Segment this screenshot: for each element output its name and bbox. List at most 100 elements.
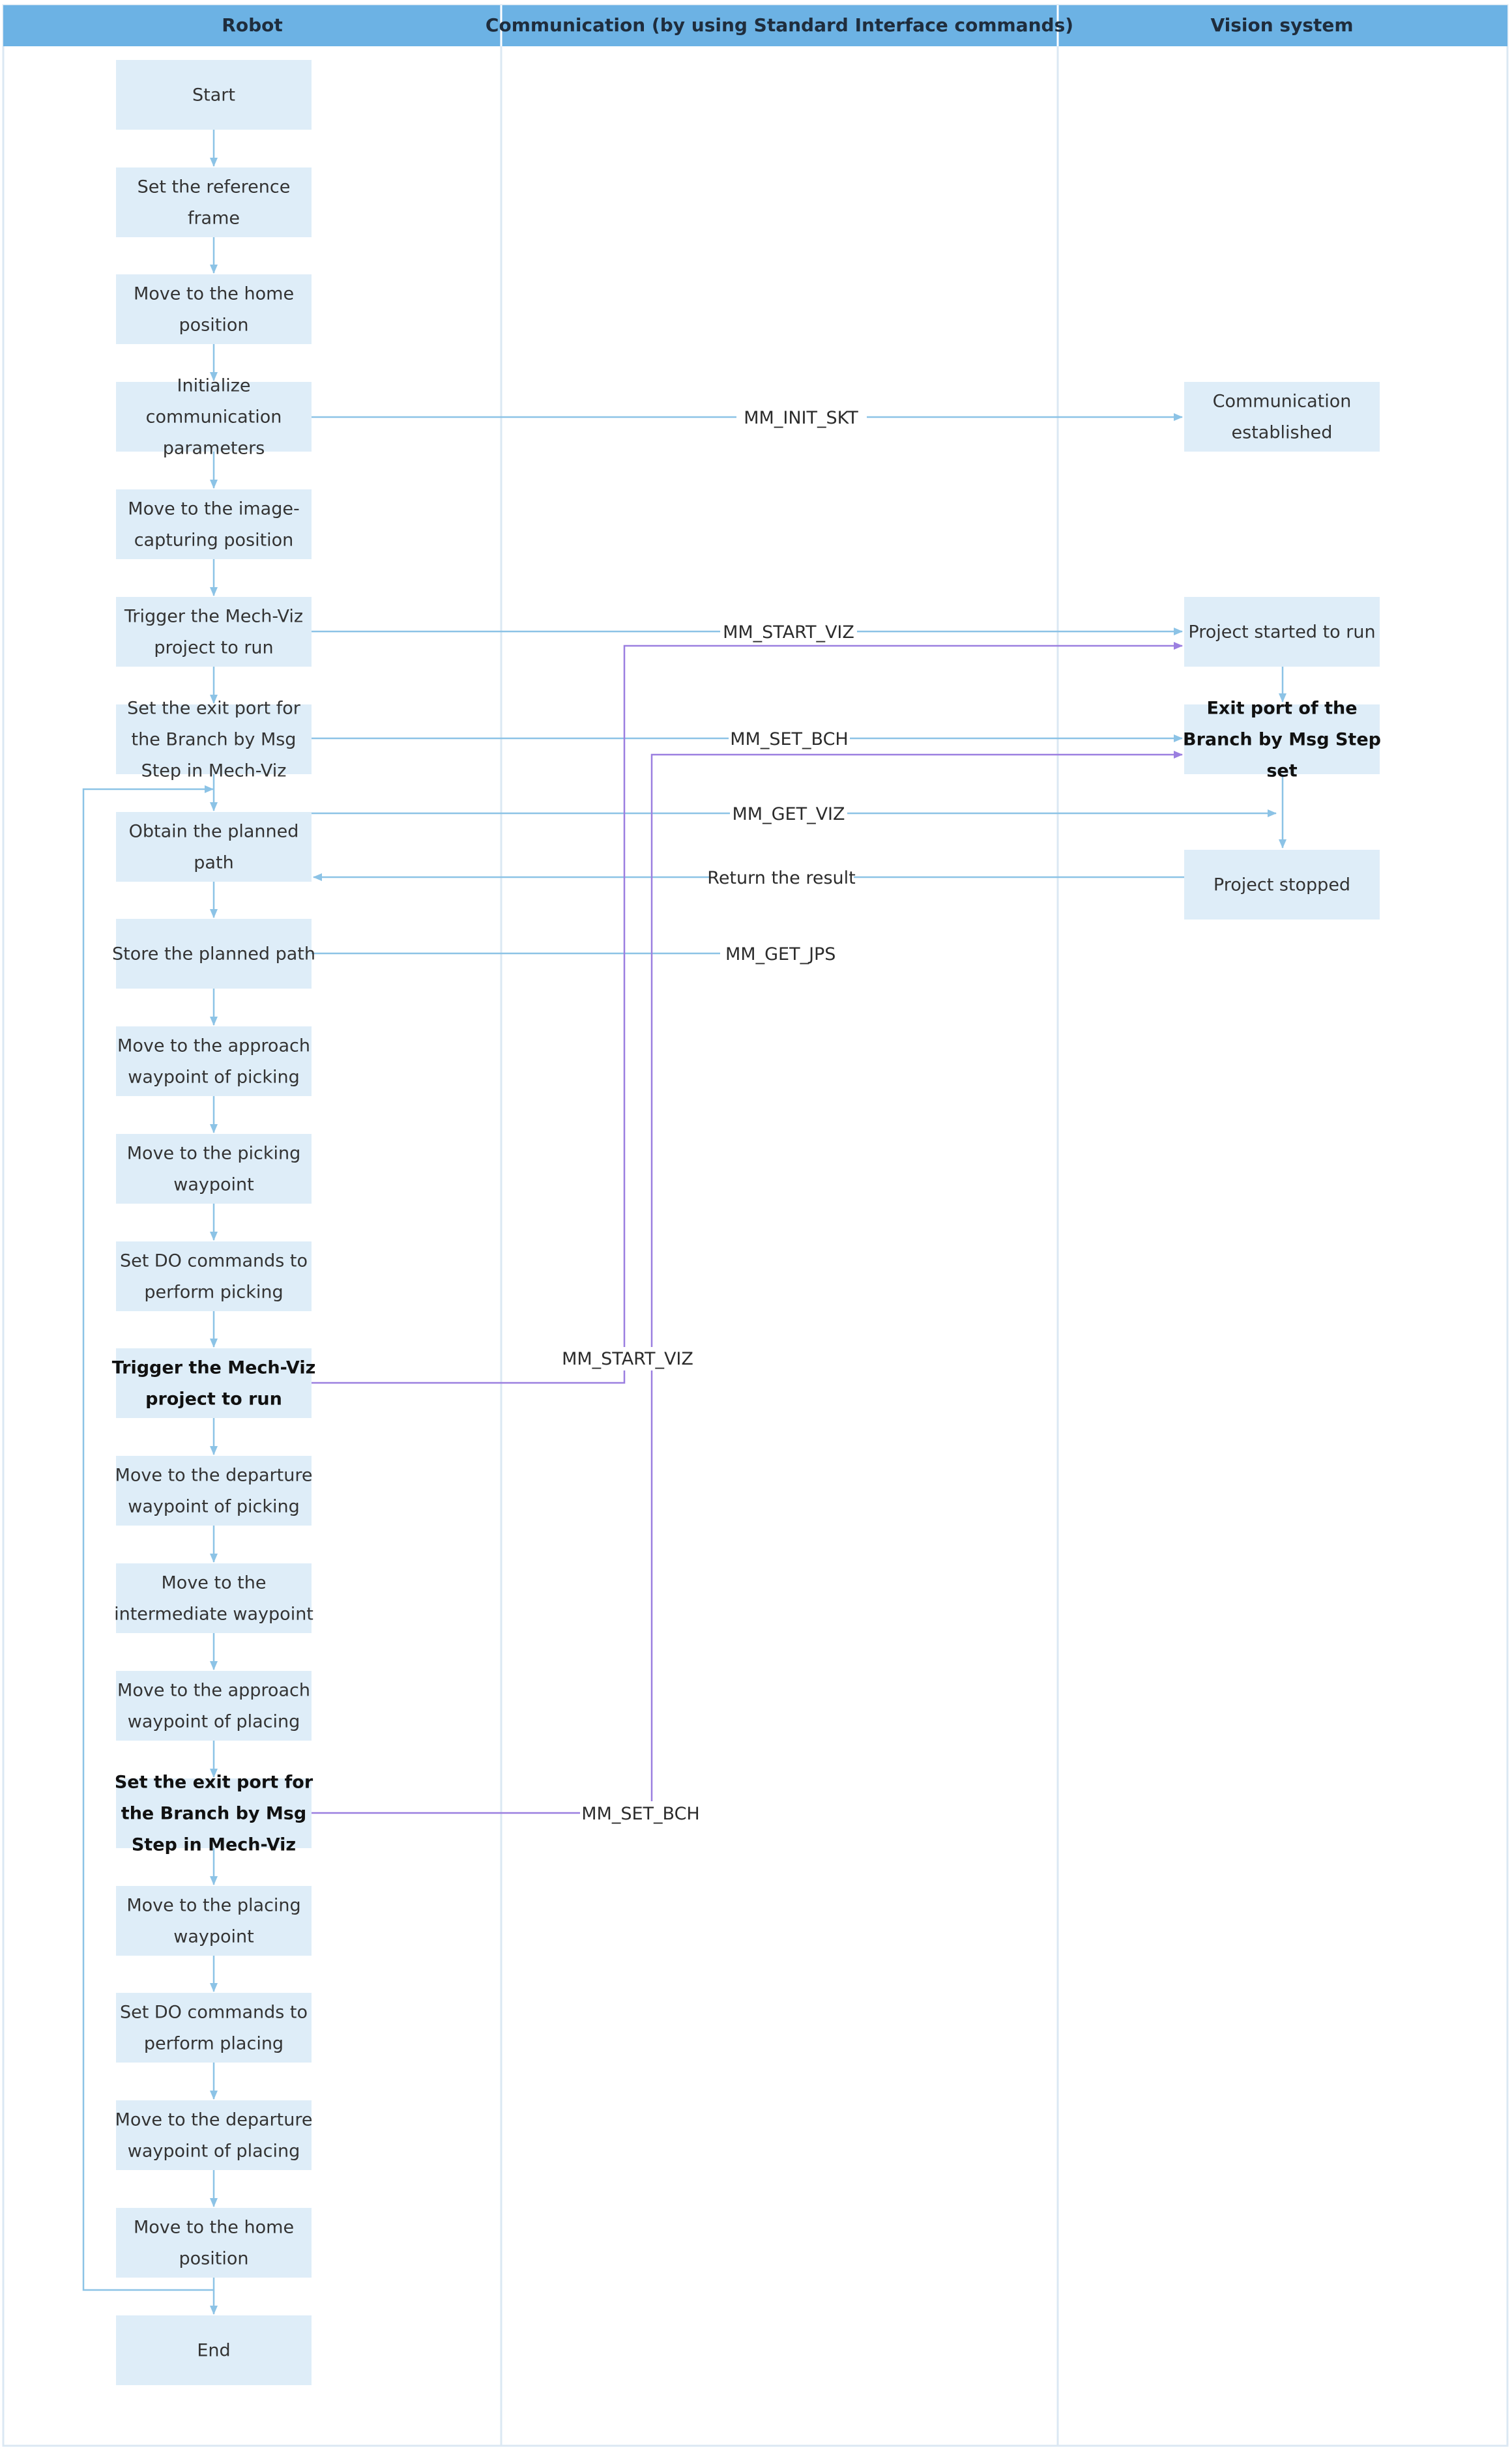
node-move-placing-waypoint-label-line: waypoint	[173, 1927, 254, 1947]
node-exit-port-set-label-line: set	[1266, 761, 1297, 781]
node-set-reference-frame-label-line: frame	[188, 209, 240, 229]
message-get-viz: MM_GET_VIZ	[733, 804, 845, 824]
arrow-start-viz-loop	[311, 642, 1183, 1384]
node-communication-established-box	[1184, 382, 1380, 452]
node-move-departure-placing-box	[116, 2100, 312, 2170]
node-move-departure-placing-label-line: Move to the departure	[115, 2110, 313, 2130]
node-move-home-1-label-line: position	[179, 315, 249, 336]
node-project-started: Project started to run	[1184, 597, 1380, 667]
node-move-image-capturing: Move to the image-capturing position	[116, 489, 312, 559]
node-set-do-picking-box	[116, 1241, 312, 1311]
node-exit-port-set-box	[1184, 704, 1380, 774]
node-set-do-placing-label-line: Set DO commands to	[120, 2003, 308, 2023]
node-set-exit-port-2-box	[116, 1778, 312, 1848]
node-trigger-mechviz-2-label-line: Trigger the Mech-Viz	[112, 1358, 316, 1378]
node-exit-port-set-label-line: Exit port of the	[1206, 699, 1357, 719]
message-return-result: Return the result	[707, 868, 855, 888]
node-set-do-placing: Set DO commands to perform placing	[116, 1993, 312, 2063]
message-start-viz: MM_START_VIZ	[723, 622, 854, 643]
node-obtain-planned-path-label-line: Obtain the planned	[129, 822, 299, 842]
node-store-planned-path: Store the planned path	[112, 919, 315, 989]
node-init-communication-label-line: communication	[146, 407, 282, 427]
node-start-label-line: Start	[192, 85, 235, 106]
node-trigger-mechviz-1-label-line: project to run	[154, 638, 273, 658]
message-set-bch: MM_SET_BCH	[730, 729, 849, 749]
node-move-approach-picking-label-line: Move to the approach	[117, 1036, 310, 1056]
lanes-border	[2, 4, 1509, 2447]
node-move-approach-placing-label-line: waypoint of placing	[128, 1712, 300, 1732]
label-bg-set-bch-2	[580, 1801, 697, 1825]
arrow-set-bch-loop	[311, 751, 1183, 1814]
node-obtain-planned-path: Obtain the planned path	[116, 812, 312, 882]
lanes-header-bar	[3, 5, 1507, 46]
node-move-approach-picking: Move to the approach waypoint of picking	[116, 1026, 312, 1096]
node-move-image-capturing-label-line: capturing position	[134, 530, 294, 551]
node-move-picking-waypoint-box	[116, 1134, 312, 1204]
label-bg-init-skt	[736, 405, 867, 429]
node-set-do-picking: Set DO commands to perform picking	[116, 1241, 312, 1311]
node-move-home-1-box	[116, 274, 312, 344]
node-trigger-mechviz-2-label-line: project to run	[145, 1389, 282, 1410]
node-move-home-2-label-line: Move to the home	[134, 2218, 294, 2238]
message-arrows: MM_INIT_SKT MM_GET_VIZ Return the result…	[311, 405, 1277, 1825]
node-obtain-planned-path-box	[116, 812, 312, 882]
node-move-placing-waypoint-label-line: Move to the placing	[126, 1896, 300, 1916]
node-move-approach-picking-box	[116, 1026, 312, 1096]
message-get-jps: MM_GET_JPS	[725, 944, 836, 964]
node-move-picking-waypoint: Move to the picking waypoint	[116, 1134, 312, 1204]
node-move-image-capturing-label-line: Move to the image-	[128, 499, 299, 519]
node-move-placing-waypoint-box	[116, 1886, 312, 1956]
node-project-stopped: Project stopped	[1184, 850, 1380, 920]
node-move-approach-picking-label-line: waypoint of picking	[128, 1067, 300, 1088]
node-set-exit-port-1-label-line: Step in Mech-Viz	[141, 761, 287, 781]
message-set-bch-2: MM_SET_BCH	[581, 1804, 700, 1824]
node-set-exit-port-1-label-line: the Branch by Msg	[132, 730, 297, 750]
node-move-departure-picking-box	[116, 1456, 312, 1526]
label-bg-set-bch	[729, 727, 850, 750]
node-start-box	[116, 60, 312, 130]
node-set-exit-port-1-box	[116, 704, 312, 774]
node-set-do-picking-label-line: perform picking	[144, 1282, 283, 1303]
lane-title-communication: Communication (by using Standard Interfa…	[486, 14, 1073, 36]
node-init-communication-box	[116, 382, 312, 452]
node-move-home-1-label-line: Move to the home	[134, 284, 294, 304]
label-bg-start-viz	[720, 620, 857, 643]
node-end: End	[116, 2315, 312, 2385]
node-project-stopped-box	[1184, 850, 1380, 920]
node-set-do-picking-label-line: Set DO commands to	[120, 1251, 308, 1271]
node-move-placing-waypoint: Move to the placing waypoint	[116, 1886, 312, 1956]
node-communication-established-label-line: Communication	[1213, 392, 1352, 412]
swimlane-frame: Robot Communication (by using Standard I…	[2, 4, 1509, 2447]
message-init-skt: MM_INIT_SKT	[744, 408, 858, 428]
node-move-home-1: Move to the home position	[116, 274, 312, 344]
lane-title-vision: Vision system	[1210, 14, 1353, 36]
node-trigger-mechviz-2-box	[116, 1348, 312, 1418]
node-init-communication-label-line: parameters	[163, 439, 265, 459]
node-store-planned-path-box	[116, 919, 312, 989]
label-bg-return-result	[710, 865, 854, 889]
node-set-exit-port-2-label-line: Step in Mech-Viz	[132, 1835, 296, 1855]
node-trigger-mechviz-2: Trigger the Mech-Viz project to run	[112, 1348, 316, 1418]
node-project-stopped-label-line: Project stopped	[1214, 875, 1350, 895]
node-move-home-2-box	[116, 2208, 312, 2278]
node-move-picking-waypoint-label-line: Move to the picking	[127, 1144, 300, 1164]
node-move-picking-waypoint-label-line: waypoint	[173, 1175, 254, 1195]
node-obtain-planned-path-label-line: path	[194, 853, 233, 873]
label-bg-get-viz	[730, 802, 847, 825]
node-set-do-placing-label-line: perform placing	[144, 2034, 284, 2054]
node-trigger-mechviz-1-box	[116, 597, 312, 667]
node-start: Start	[116, 60, 312, 130]
